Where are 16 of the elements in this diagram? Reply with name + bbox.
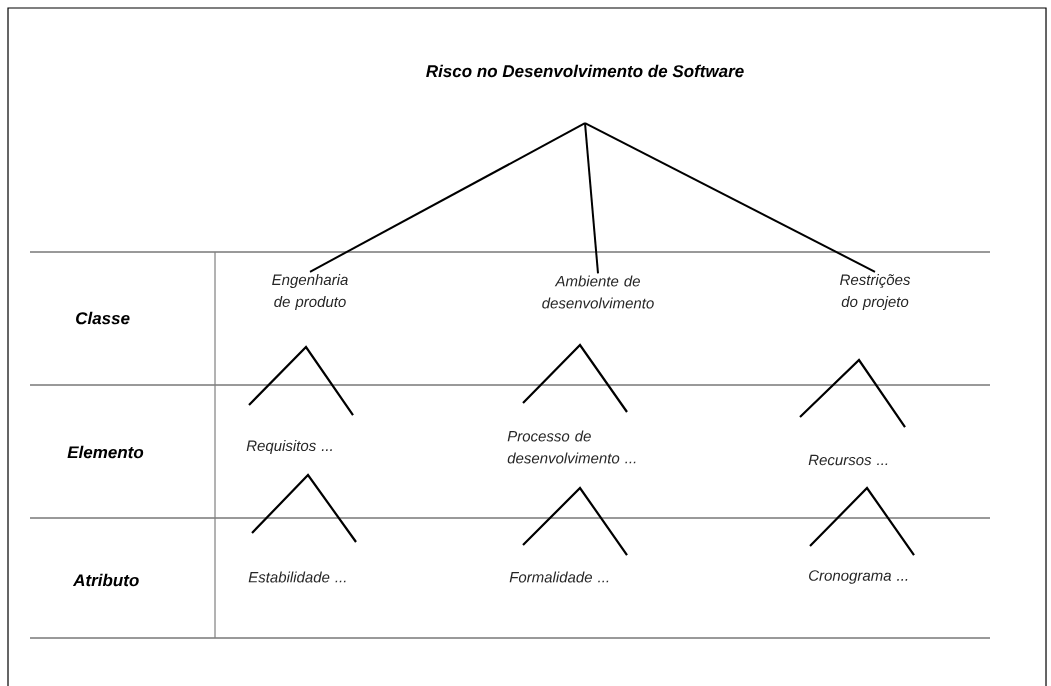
row-label: Atributo [72,573,139,587]
attribute-label: Estabilidade ... [248,571,346,583]
class-label: Ambiente de desenvolvimento [542,275,654,309]
title: Risco no Desenvolvimento de Software [426,64,744,78]
row-label: Classe [76,311,130,325]
element-label: Requisitos ... [246,440,332,454]
class-label: Engenharia de produto [272,274,348,310]
attribute-label: Formalidade ... [509,571,609,583]
tree-line [309,122,586,273]
row-label: Elemento [67,445,144,459]
tree-line [584,122,599,275]
attribute-label: Cronograma ... [809,570,908,584]
element-label: Processo de desenvolvimento ... [507,430,636,464]
class-label: Restrições do projeto [840,274,911,310]
element-label: Recursos ... [808,454,888,466]
tree-line [584,122,876,273]
